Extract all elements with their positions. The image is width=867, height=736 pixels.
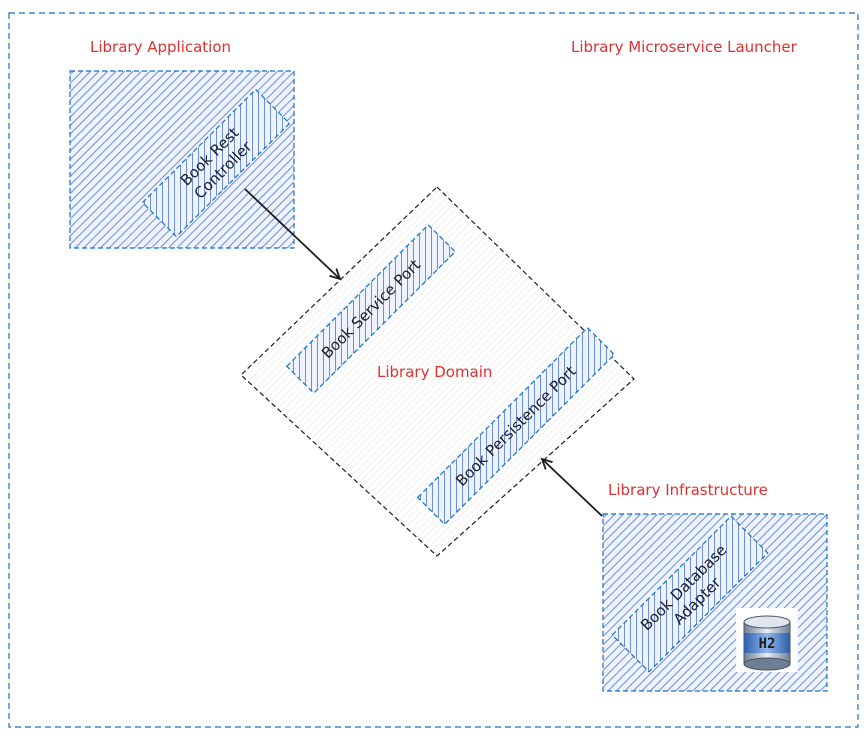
launcher-label: Library Microservice Launcher	[571, 38, 798, 56]
infrastructure-label: Library Infrastructure	[608, 481, 768, 499]
launcher-boundary	[8, 12, 859, 728]
h2-badge: H2	[759, 636, 776, 652]
h2-database-icon: H2	[736, 608, 798, 672]
arrow-controller-to-service-port	[244, 188, 340, 279]
application-label: Library Application	[90, 38, 231, 56]
domain-diamond	[240, 186, 635, 557]
domain-label: Library Domain	[377, 363, 492, 381]
arrow-adapter-to-persistence-port	[542, 459, 603, 517]
